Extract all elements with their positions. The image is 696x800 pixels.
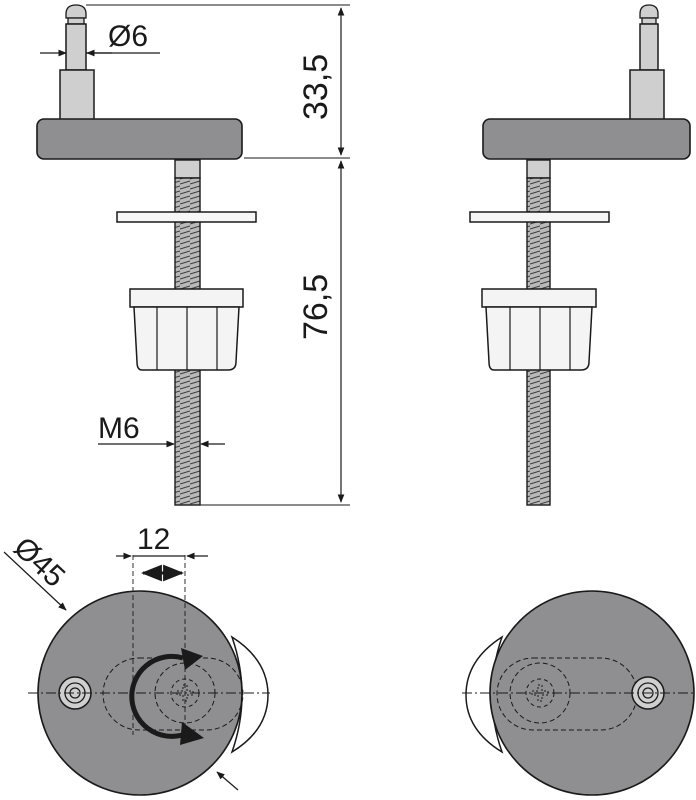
- thread-label: M6: [98, 412, 140, 445]
- rotation-arrow-icon: [129, 653, 192, 739]
- pin-diameter-label: Ø6: [108, 20, 148, 53]
- knurled-nut: [481, 288, 597, 371]
- bolt-shank: [526, 159, 551, 179]
- pin-height-label: 33,5: [297, 54, 335, 120]
- base-diameter-label: Ø45: [7, 531, 71, 594]
- dim-bolt-length: 76,5: [200, 160, 350, 506]
- knurled-nut: [129, 288, 244, 371]
- pin: [59, 4, 95, 121]
- bolt-length-label: 76,5: [297, 274, 335, 340]
- washer: [116, 211, 257, 223]
- cross-recess: [531, 684, 549, 702]
- dim-slot-offset: 12: [116, 523, 208, 582]
- top-view-left: 12 Ø45: [3, 523, 270, 796]
- dim-pin-height: 33,5: [86, 4, 350, 159]
- slot-offset-label: 12: [137, 523, 170, 556]
- cap: [482, 118, 691, 160]
- pin: [629, 4, 665, 121]
- bolt-shank: [174, 159, 201, 179]
- cap: [36, 118, 243, 160]
- side-view-left: Ø6 33,5 76,5 M6: [36, 4, 350, 506]
- cross-recess: [176, 684, 194, 702]
- top-view-right: [462, 590, 695, 796]
- dim-thread: M6: [98, 412, 225, 448]
- washer: [469, 211, 610, 223]
- side-view-right: [469, 4, 691, 506]
- dim-pin-diameter: Ø6: [40, 20, 160, 57]
